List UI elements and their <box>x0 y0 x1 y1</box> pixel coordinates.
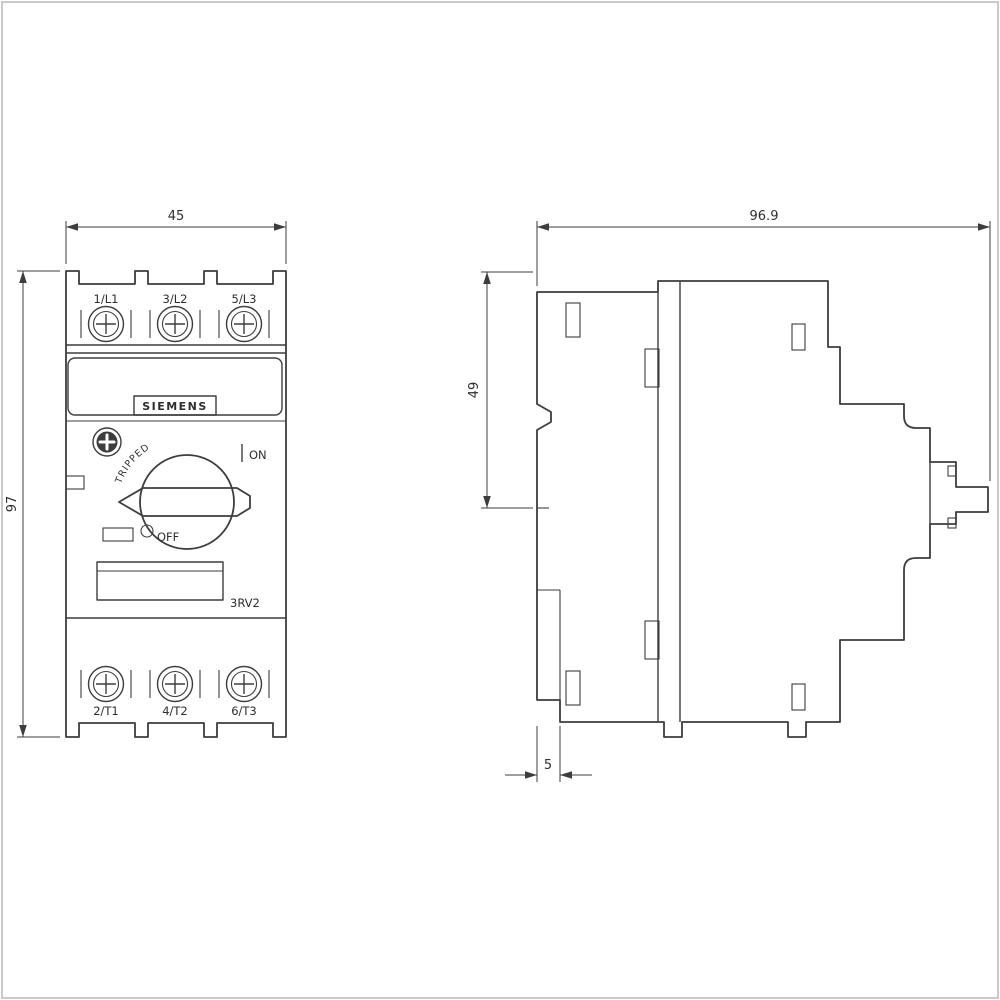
vent-slot <box>565 302 581 338</box>
dimension-rail-offset: 49 <box>467 271 533 509</box>
dimension-width: 45 <box>65 209 287 264</box>
side-body-outline <box>536 280 989 738</box>
dimension-width-label: 45 <box>168 209 185 224</box>
on-label: ON <box>249 448 267 462</box>
terminal-label-5l3: 5/L3 <box>232 292 257 306</box>
off-position-mark <box>140 524 154 538</box>
knob-handle[interactable] <box>118 487 251 517</box>
reset-window <box>102 527 134 542</box>
dimension-rail-offset-label: 49 <box>467 382 482 399</box>
model-label: 3RV2 <box>230 596 260 610</box>
terminal-label-1l1: 1/L1 <box>94 292 119 306</box>
front-view: SIEMENS 1/L1 3/L2 5/L3 <box>65 270 287 738</box>
test-window <box>65 475 85 490</box>
terminal-label-3l2: 3/L2 <box>163 292 188 306</box>
brand-label: SIEMENS <box>142 400 208 413</box>
vent-slot <box>791 323 806 351</box>
rotary-knob[interactable] <box>118 454 251 550</box>
terminal-screw-6t3[interactable] <box>218 665 270 703</box>
rating-window <box>96 561 224 601</box>
dimension-height: 97 <box>5 270 60 738</box>
adjustment-dial[interactable] <box>92 427 122 457</box>
vent-slot <box>644 348 660 388</box>
terminal-screw-2t1[interactable] <box>80 665 132 703</box>
front-body-outline <box>65 270 287 738</box>
dimension-clip: 5 <box>505 726 592 782</box>
terminal-label-6t3: 6/T3 <box>231 704 257 718</box>
terminal-screw-4t2[interactable] <box>149 665 201 703</box>
brand-badge <box>133 395 217 416</box>
vent-slot <box>644 620 660 660</box>
side-view <box>536 280 989 738</box>
dimension-depth-label: 96.9 <box>750 209 779 224</box>
terminal-screw-5l3[interactable] <box>218 305 270 343</box>
terminal-label-4t2: 4/T2 <box>162 704 188 718</box>
dimension-height-label: 97 <box>5 496 20 513</box>
vent-slot <box>565 670 581 706</box>
shaft-notch <box>947 517 957 529</box>
dimension-depth: 96.9 <box>536 209 991 481</box>
vent-slot <box>791 683 806 711</box>
off-label: OFF <box>157 530 179 544</box>
terminal-label-2t1: 2/T1 <box>93 704 119 718</box>
dimension-clip-label: 5 <box>544 758 552 773</box>
terminal-screw-3l2[interactable] <box>149 305 201 343</box>
terminal-screw-1l1[interactable] <box>80 305 132 343</box>
shaft-notch <box>947 465 957 477</box>
